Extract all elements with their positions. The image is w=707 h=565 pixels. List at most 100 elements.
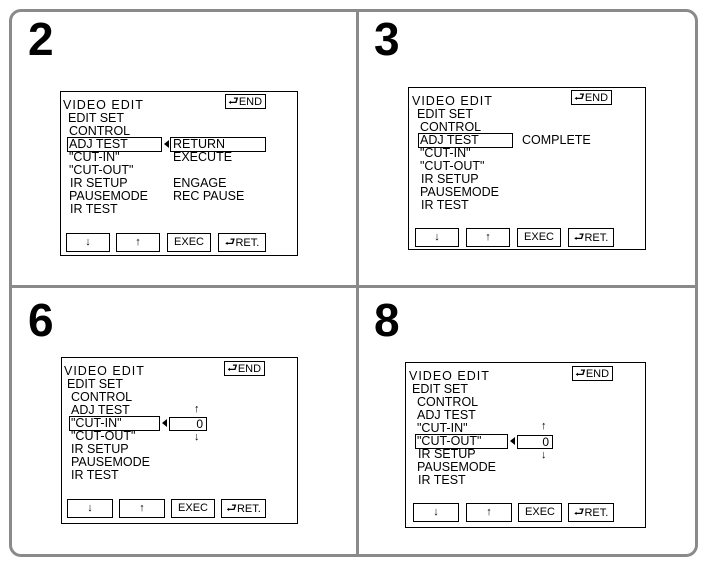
increase-arrow-icon[interactable]: ↑ [194, 403, 200, 415]
menu-item-edit-set[interactable]: EDIT SET [68, 111, 125, 125]
end-button[interactable]: ⮐END [224, 361, 266, 376]
increase-arrow-icon[interactable]: ↑ [541, 420, 547, 432]
horizontal-divider [9, 285, 698, 288]
up-button[interactable]: ↑ [466, 228, 510, 247]
down-arrow-icon: ↓ [87, 502, 93, 514]
ret-button[interactable]: ⮐RET. [568, 503, 614, 522]
menu-item-control[interactable]: CONTROL [71, 390, 133, 404]
down-button[interactable]: ↓ [415, 228, 459, 247]
menu-item-ir-test[interactable]: IR TEST [71, 468, 119, 482]
up-button[interactable]: ↑ [116, 233, 160, 252]
end-button[interactable]: ⮐END [571, 90, 613, 105]
menu-title: VIDEO EDIT [64, 364, 145, 378]
menu-item-ir-test[interactable]: IR TEST [421, 198, 469, 212]
menu-item-ir-setup[interactable]: IR SETUP [70, 176, 128, 190]
pointer-triangle-icon [164, 140, 169, 148]
ret-button[interactable]: ⮐RET. [218, 233, 266, 252]
lcd-screen: ⮐END VIDEO EDIT EDIT SET CONTROL ADJ TES… [408, 87, 646, 250]
return-arrow-icon: ⮐ [228, 94, 239, 108]
exec-button[interactable]: EXEC [517, 228, 561, 247]
decrease-arrow-icon[interactable]: ↓ [194, 431, 200, 443]
return-arrow-icon: ⮐ [227, 361, 238, 375]
menu-title: VIDEO EDIT [412, 94, 493, 108]
return-arrow-icon: ⮐ [224, 235, 236, 249]
lcd-screen: ⮐END VIDEO EDIT EDIT SET CONTROL ADJ TES… [61, 357, 298, 524]
menu-item-cut-in[interactable]: "CUT-IN" [417, 421, 468, 435]
ret-button[interactable]: ⮐RET. [221, 499, 266, 518]
up-arrow-icon: ↑ [485, 231, 491, 243]
menu-item-edit-set[interactable]: EDIT SET [417, 107, 474, 121]
step-number: 6 [28, 294, 54, 346]
menu-title: VIDEO EDIT [409, 369, 490, 383]
selection-box [69, 416, 160, 431]
step-number: 8 [374, 294, 400, 346]
option-execute[interactable]: EXECUTE [173, 150, 233, 164]
down-button[interactable]: ↓ [67, 499, 113, 518]
menu-item-ir-setup[interactable]: IR SETUP [421, 172, 479, 186]
menu-item-adj-test[interactable]: ADJ TEST [417, 408, 476, 422]
menu-item-cut-out[interactable]: "CUT-OUT" [71, 429, 136, 443]
up-arrow-icon: ↑ [486, 506, 492, 518]
step-number: 2 [28, 13, 54, 65]
down-arrow-icon: ↓ [434, 231, 440, 243]
selection-box [415, 434, 508, 449]
return-arrow-icon: ⮐ [226, 501, 237, 515]
decrease-arrow-icon[interactable]: ↓ [541, 449, 547, 461]
up-arrow-icon: ↑ [135, 236, 141, 248]
exec-button[interactable]: EXEC [171, 499, 215, 518]
menu-item-control[interactable]: CONTROL [69, 124, 131, 138]
lcd-screen: ⮐END VIDEO EDIT EDIT SET CONTROL ADJ TES… [405, 362, 646, 528]
menu-item-adj-test[interactable]: ADJ TEST [71, 403, 130, 417]
option-selection-box [170, 137, 266, 152]
menu-item-cut-in[interactable]: "CUT-IN" [71, 416, 122, 430]
menu-item-pausemode[interactable]: PAUSEMODE [417, 460, 496, 474]
menu-item-edit-set[interactable]: EDIT SET [67, 377, 124, 391]
step-number: 3 [374, 13, 400, 65]
menu-item-pausemode[interactable]: PAUSEMODE [420, 185, 499, 199]
menu-item-adj-test[interactable]: ADJ TEST [420, 133, 479, 147]
up-button[interactable]: ↑ [119, 499, 165, 518]
cut-in-value-field[interactable]: 0 [169, 417, 207, 431]
option-return[interactable]: RETURN [173, 137, 226, 151]
menu-item-control[interactable]: CONTROL [420, 120, 482, 134]
pointer-triangle-icon [162, 419, 167, 427]
menu-item-edit-set[interactable]: EDIT SET [412, 382, 469, 396]
figure-frame [9, 9, 698, 557]
menu-item-cut-out[interactable]: "CUT-OUT" [420, 159, 485, 173]
menu-item-cut-in[interactable]: "CUT-IN" [69, 150, 120, 164]
status-complete: COMPLETE [522, 133, 591, 147]
option-engage[interactable]: ENGAGE [173, 176, 227, 190]
end-button[interactable]: ⮐END [572, 366, 614, 381]
menu-item-ir-test[interactable]: IR TEST [70, 202, 118, 216]
vertical-divider [356, 9, 359, 557]
return-arrow-icon: ⮐ [574, 90, 585, 104]
menu-item-cut-out[interactable]: "CUT-OUT" [417, 434, 482, 448]
up-button[interactable]: ↑ [466, 503, 512, 522]
down-arrow-icon: ↓ [85, 236, 91, 248]
exec-button[interactable]: EXEC [518, 503, 562, 522]
ret-button[interactable]: ⮐RET. [568, 228, 614, 247]
return-arrow-icon: ⮐ [575, 366, 586, 380]
pointer-triangle-icon [510, 437, 515, 445]
selection-box [418, 133, 513, 148]
down-button[interactable]: ↓ [413, 503, 459, 522]
end-button[interactable]: ⮐END [225, 94, 267, 109]
up-arrow-icon: ↑ [139, 502, 145, 514]
cut-out-value-field[interactable]: 0 [517, 435, 553, 449]
menu-item-ir-setup[interactable]: IR SETUP [418, 447, 476, 461]
menu-item-cut-in[interactable]: "CUT-IN" [420, 146, 471, 160]
menu-item-cut-out[interactable]: "CUT-OUT" [69, 163, 134, 177]
menu-item-control[interactable]: CONTROL [417, 395, 479, 409]
down-button[interactable]: ↓ [66, 233, 110, 252]
menu-title: VIDEO EDIT [63, 98, 144, 112]
down-arrow-icon: ↓ [433, 506, 439, 518]
return-arrow-icon: ⮐ [573, 505, 585, 519]
return-arrow-icon: ⮐ [573, 230, 585, 244]
menu-item-pausemode[interactable]: PAUSEMODE [69, 189, 148, 203]
menu-item-pausemode[interactable]: PAUSEMODE [71, 455, 150, 469]
exec-button[interactable]: EXEC [167, 233, 211, 252]
menu-item-ir-setup[interactable]: IR SETUP [71, 442, 129, 456]
menu-item-ir-test[interactable]: IR TEST [418, 473, 466, 487]
menu-item-adj-test[interactable]: ADJ TEST [69, 137, 128, 151]
option-rec-pause[interactable]: REC PAUSE [173, 189, 245, 203]
